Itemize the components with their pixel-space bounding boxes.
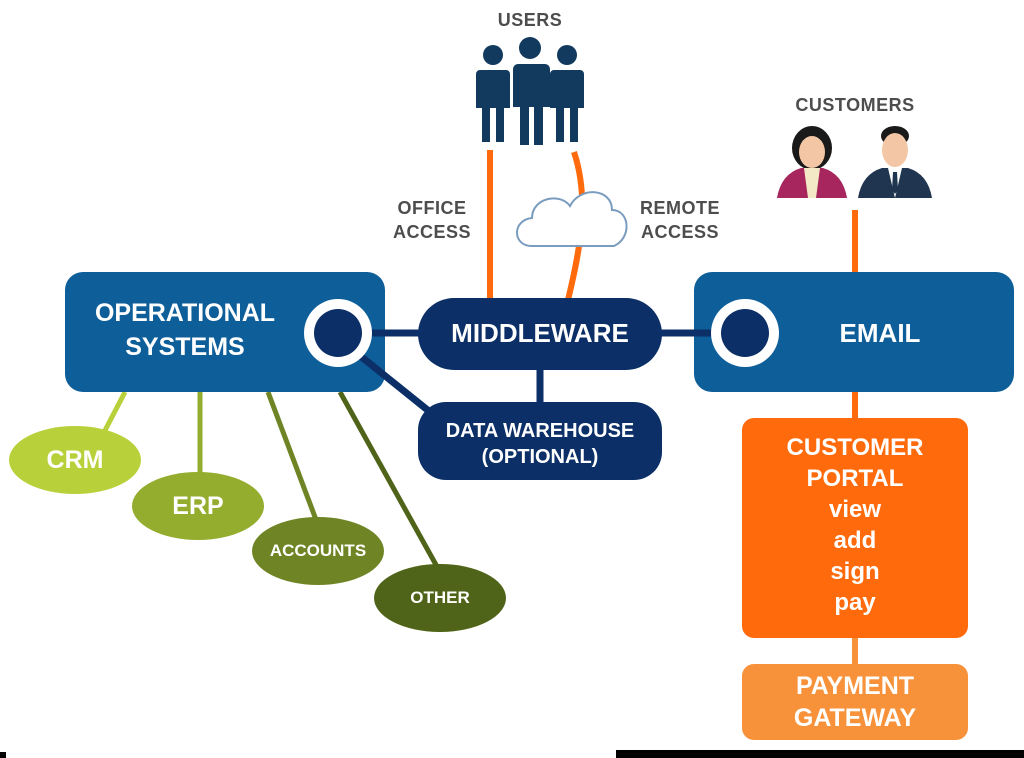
customer-portal-box [742, 418, 968, 638]
middleware-box [418, 298, 662, 370]
data-warehouse-label: DATA WAREHOUSE (OPTIONAL) [445, 420, 635, 468]
payment-gateway-label: PAYMENT GATEWAY [793, 672, 917, 732]
email-box [694, 272, 1014, 392]
other-label: OTHER [410, 588, 470, 607]
accounts-ellipse [252, 517, 384, 585]
erp-ellipse [132, 472, 264, 540]
crm-label: CRM [46, 446, 104, 474]
other-line [337, 390, 443, 574]
customer-portal-label: CUSTOMER PORTAL view add sign pay [786, 434, 924, 616]
users-label: USERS [497, 10, 563, 30]
crm-ellipse [9, 426, 141, 494]
middleware-label: MIDDLEWARE [451, 318, 629, 348]
payment-gateway-box [742, 664, 968, 740]
remote-access-label: REMOTE ACCESS [639, 198, 720, 242]
email-label: EMAIL [839, 318, 921, 348]
customer-people-icon [777, 126, 932, 198]
other-ellipse [374, 564, 506, 632]
erp-label: ERP [172, 492, 224, 520]
operational-systems-box [65, 272, 385, 392]
operational-systems-label: OPERATIONAL SYSTEMS [94, 299, 276, 361]
accounts-line [265, 391, 321, 526]
data-warehouse-box [418, 402, 662, 480]
customers-label: CUSTOMERS [795, 95, 915, 115]
users-group-icon [476, 37, 584, 145]
cloud-icon [516, 191, 628, 247]
office-access-label: OFFICE ACCESS [392, 198, 471, 242]
accounts-label: ACCOUNTS [269, 541, 367, 560]
